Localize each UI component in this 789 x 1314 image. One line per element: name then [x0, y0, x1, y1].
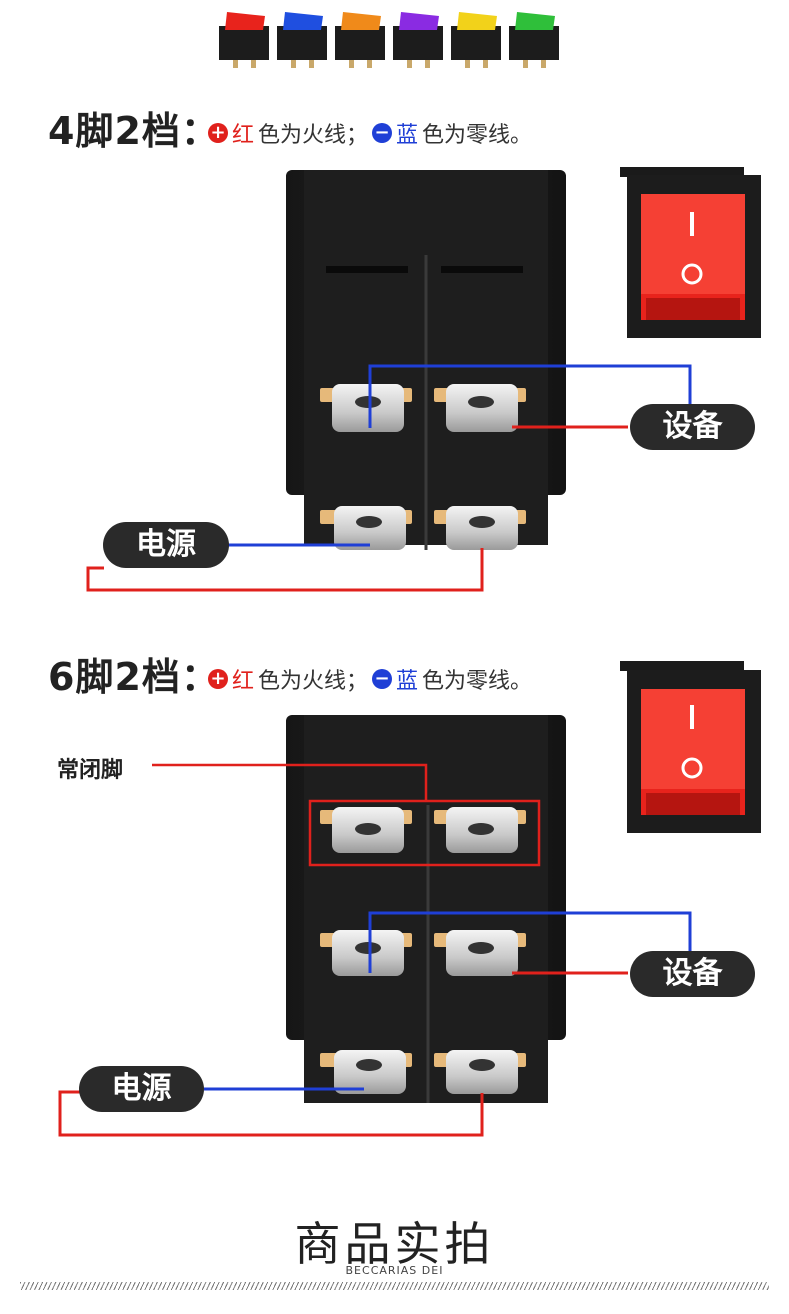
footer-hatch-divider: [20, 1282, 769, 1290]
rocker-front-view-1: [620, 167, 761, 338]
neutral-wire-device: [368, 364, 692, 428]
red-desc: 色为火线；: [258, 123, 369, 148]
red-word: 红: [232, 123, 255, 148]
nc-pointer-line: [152, 763, 428, 801]
color-variants-strip: [219, 12, 559, 68]
rocker-front-view-2: [620, 661, 761, 833]
switch-6pin-back: [58, 661, 761, 1137]
power-label-2: 电源: [79, 1066, 204, 1112]
terminal-bottom-right: [434, 506, 526, 550]
nc-highlight-box: [308, 799, 541, 867]
red-desc: 色为火线；: [258, 669, 369, 694]
nc-pin-label: 常闭脚: [57, 758, 124, 783]
section1-title: 4脚2档：: [48, 109, 220, 153]
device-label-1: 设备: [630, 404, 755, 450]
color-variant-switch: [451, 12, 501, 68]
hot-wire-power: [58, 1090, 484, 1137]
terminal-nc-left: [320, 807, 412, 853]
neutral-wire-device: [368, 911, 692, 973]
color-variant-switch: [509, 12, 559, 68]
terminal-nc-right: [434, 807, 526, 853]
minus-icon: −: [372, 669, 393, 689]
color-variant-switch: [335, 12, 385, 68]
blue-word: 蓝: [396, 123, 419, 148]
section2-wire-note: + 红 色为火线； − 蓝 色为零线。: [208, 663, 532, 695]
power-label-1: 电源: [103, 522, 229, 568]
terminal-mid-left: [320, 930, 412, 976]
footer-title: 商品实拍: [294, 1217, 495, 1271]
terminal-bottom-left: [320, 1050, 412, 1094]
terminal-top-right: [434, 384, 526, 432]
section2-title: 6脚2档：: [48, 655, 220, 699]
color-variant-switch: [277, 12, 327, 68]
device-label-2: 设备: [630, 951, 755, 997]
terminal-bottom-left: [320, 506, 412, 550]
blue-word: 蓝: [396, 669, 419, 694]
terminal-bottom-right: [434, 1050, 526, 1094]
footer-subtitle: BECCARIAS DEI: [345, 1264, 444, 1277]
red-word: 红: [232, 669, 255, 694]
section1-wire-note: + 红 色为火线； − 蓝 色为零线。: [208, 117, 532, 149]
terminal-top-left: [320, 384, 412, 432]
plus-icon: +: [208, 123, 228, 143]
blue-desc: 色为零线。: [422, 123, 533, 148]
color-variant-switch: [219, 12, 269, 68]
color-variant-switch: [393, 12, 443, 68]
plus-icon: +: [208, 669, 228, 689]
blue-desc: 色为零线。: [422, 669, 533, 694]
minus-icon: −: [372, 123, 393, 143]
terminal-mid-right: [434, 930, 526, 976]
switch-4pin-back: [86, 167, 761, 592]
hot-wire-power: [86, 548, 484, 592]
